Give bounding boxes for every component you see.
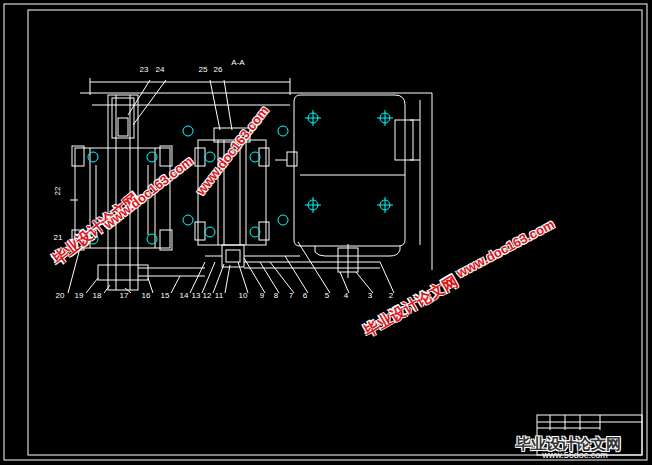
watermark: www.doc163.com (454, 217, 556, 279)
callout-number: 3 (368, 292, 372, 300)
watermark: 毕业设计论文网 (361, 272, 459, 337)
callout-number: 6 (303, 292, 307, 300)
callout-number: 11 (215, 292, 223, 300)
callout-number: 2 (389, 292, 393, 300)
callout-number: 7 (289, 292, 293, 300)
callout-number: 13 (192, 292, 201, 300)
callout-number: 20 (56, 292, 65, 300)
callout-number: 22 (54, 187, 62, 196)
callout-number: 17 (120, 292, 129, 300)
callout-number: 23 (140, 66, 149, 74)
callout-number: 18 (93, 292, 102, 300)
callout-number: 12 (203, 292, 212, 300)
callout-number: 8 (274, 292, 278, 300)
callout-number: 21 (54, 234, 63, 242)
callout-number: 15 (161, 292, 170, 300)
callout-number: 19 (75, 292, 84, 300)
callout-number: 16 (142, 292, 151, 300)
callout-number: 14 (180, 292, 189, 300)
callout-number: 25 (199, 66, 208, 74)
callout-number: 24 (156, 66, 165, 74)
callout-number: 5 (325, 292, 329, 300)
watermark: 毕业设计论文网 (516, 436, 621, 451)
callout-number: 4 (344, 292, 348, 300)
watermark: www.56doc.com (542, 451, 608, 460)
section-label: A-A (231, 59, 244, 67)
callout-number: 10 (239, 292, 248, 300)
callout-number: 9 (260, 292, 264, 300)
callout-number: 26 (214, 66, 223, 74)
